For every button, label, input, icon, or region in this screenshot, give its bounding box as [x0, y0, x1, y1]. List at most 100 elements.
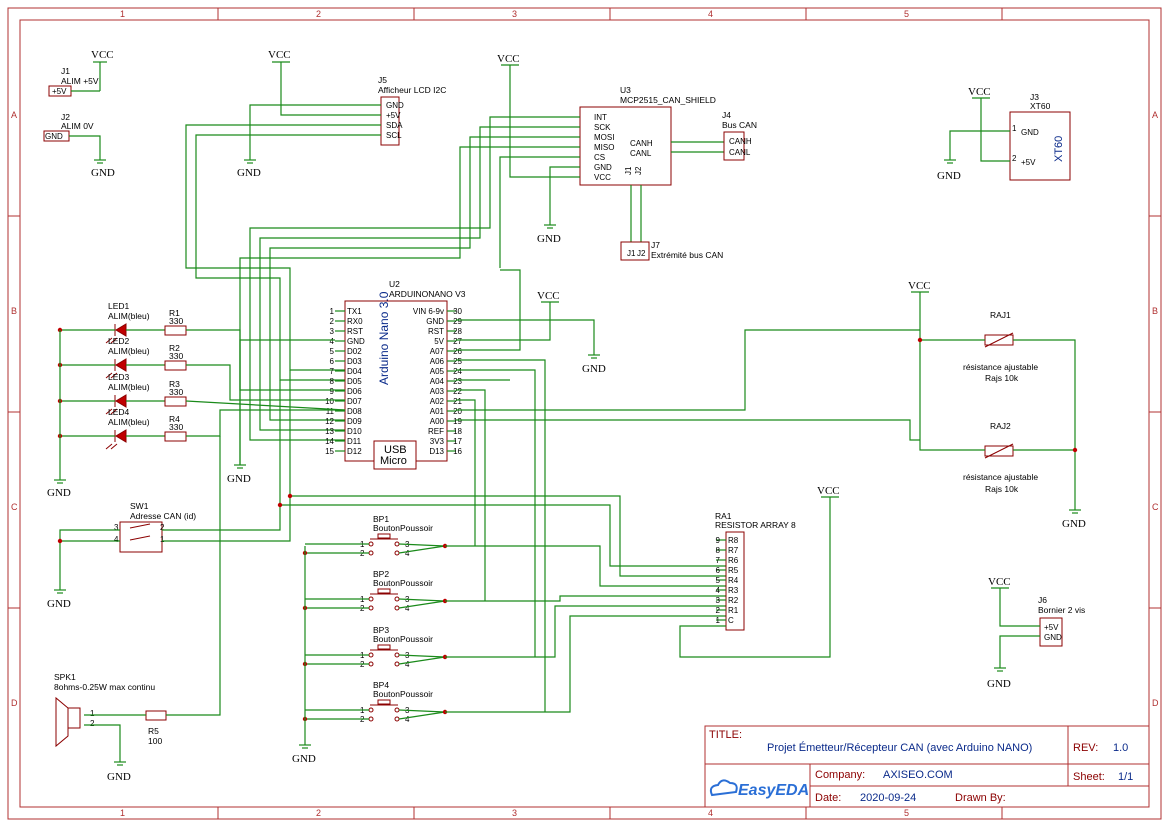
- u2-pin-name: REF: [428, 427, 444, 436]
- u2-pin-name: A03: [430, 387, 445, 396]
- u2-pin-number: 30: [453, 307, 462, 316]
- u2-pin-name: D13: [429, 447, 444, 456]
- gnd-label: GND: [237, 167, 261, 179]
- u2-pin-name: D05: [347, 377, 362, 386]
- u2-pin-name: A07: [430, 347, 445, 356]
- gnd-label: GND: [987, 678, 1011, 690]
- module-u3-mcp2515[interactable]: U3 MCP2515_CAN_SHIELD INT SCK MOSI MISO …: [579, 85, 716, 186]
- u3-pin: INT: [594, 113, 607, 122]
- resistor-value: 330: [169, 387, 183, 397]
- trimmer-raj2[interactable]: RAJ2 résistance ajustable Rajs 10k: [963, 421, 1038, 494]
- raj1-ref: RAJ1: [990, 310, 1011, 320]
- resistor-value: 330: [169, 316, 183, 326]
- j3-value: XT60: [1030, 101, 1051, 111]
- rev-label: REV:: [1073, 742, 1098, 754]
- u2-pin-name: A00: [430, 417, 445, 426]
- ra1-pin-number: 2: [716, 606, 721, 615]
- raj1-value: résistance ajustable: [963, 362, 1038, 372]
- ra1-pin-number: 3: [716, 596, 721, 605]
- j5-value: Afficheur LCD I2C: [378, 85, 446, 95]
- module-u2-arduino-nano[interactable]: U2 ARDUINONANO V3 USB Micro Arduino Nano…: [344, 279, 466, 470]
- j4-ref: J4: [722, 110, 731, 120]
- u3-pin: GND: [594, 163, 612, 172]
- u2-pin-number: 14: [325, 437, 334, 446]
- drawn-by-label: Drawn By:: [955, 792, 1006, 804]
- connector-j7-can-terminator[interactable]: J1 J2 J7 Extrémité bus CAN: [620, 240, 723, 261]
- u2-usb-label: Micro: [380, 455, 407, 467]
- u2-body-label: Arduino Nano 3.0: [377, 291, 391, 385]
- ra1-pin-number: 9: [716, 536, 721, 545]
- u2-pin-number: 27: [453, 337, 462, 346]
- sw1-pin: 2: [160, 523, 165, 532]
- connector-j1[interactable]: J1 ALIM +5V +5V VCC: [48, 49, 114, 97]
- col-label-top: 1: [120, 9, 125, 19]
- button-value: BoutonPoussoir: [373, 578, 433, 588]
- gnd-label: GND: [91, 167, 115, 179]
- connector-j2[interactable]: J2 ALIM 0V GND GND: [43, 112, 115, 179]
- title-label: TITLE:: [709, 729, 742, 741]
- u2-pin-number: 26: [453, 347, 462, 356]
- button-ref: BP4: [373, 680, 389, 690]
- u2-pin-name: A01: [430, 407, 445, 416]
- raj2-value: Rajs 10k: [985, 484, 1019, 494]
- u2-pin-name: RST: [428, 327, 444, 336]
- ra1-pin-name: R6: [728, 556, 739, 565]
- company-value: AXISEO.COM: [883, 769, 953, 781]
- connector-j5-lcd[interactable]: J5 Afficheur LCD I2C GND +5V SDA SCL: [378, 75, 446, 146]
- u2-pin-number: 5: [330, 347, 335, 356]
- dip-switch-sw1[interactable]: SW1 Adresse CAN (id) 3 4 2 1: [114, 501, 196, 553]
- drawing-title: Projet Émetteur/Récepteur CAN (avec Ardu…: [767, 741, 1032, 754]
- rev-value: 1.0: [1113, 742, 1128, 754]
- u2-pin-number: 15: [325, 447, 334, 456]
- u2-pin-name: D06: [347, 387, 362, 396]
- gnd-label: GND: [227, 473, 251, 485]
- pushbutton-group: BP1BoutonPoussoir1234BP2BoutonPoussoir12…: [302, 514, 448, 724]
- u2-pin-number: 11: [326, 407, 335, 416]
- j3-pin-number: 2: [1012, 154, 1017, 163]
- resistor-ref: R3: [169, 379, 180, 389]
- u2-pin-number: 8: [330, 377, 335, 386]
- ra1-pin-number: 5: [716, 576, 721, 585]
- vcc-label: VCC: [91, 49, 114, 61]
- j5-pin: +5V: [386, 111, 401, 120]
- u2-pin-number: 29: [453, 317, 462, 326]
- terminal-block-j6[interactable]: J6 Bornier 2 vis +5V GND: [1038, 595, 1085, 647]
- u3-ref: U3: [620, 85, 631, 95]
- speaker-spk1[interactable]: SPK1 8ohms-0.25W max continu 1 2: [54, 672, 155, 748]
- ra1-pin-number: 4: [716, 586, 721, 595]
- trimmer-raj1[interactable]: RAJ1 résistance ajustable Rajs 10k: [963, 310, 1038, 383]
- connector-j3-xt60[interactable]: J3 XT60 1 2 GND +5V XT60: [1009, 92, 1071, 181]
- j7-pin: J2: [637, 249, 646, 258]
- easyeda-logo-text: EasyEDA: [738, 782, 809, 799]
- row-label-right: A: [1152, 110, 1158, 120]
- company-label: Company:: [815, 769, 865, 781]
- resistor-array-ra1[interactable]: RA1 RESISTOR ARRAY 8: [715, 511, 796, 631]
- button-pin: 4: [405, 660, 410, 669]
- col-label-bottom: 4: [708, 808, 713, 818]
- j6-value: Bornier 2 vis: [1038, 605, 1085, 615]
- u2-pin-number: 2: [330, 317, 335, 326]
- resistor-value: 330: [169, 351, 183, 361]
- button-value: BoutonPoussoir: [373, 689, 433, 699]
- button-pin: 4: [405, 549, 410, 558]
- row-label-right: D: [1152, 698, 1159, 708]
- resistor-r5[interactable]: R5 100: [145, 710, 167, 746]
- j4-pin: CANH: [729, 137, 752, 146]
- u2-pin-number: 9: [330, 387, 335, 396]
- connector-j4-bus-can[interactable]: J4 Bus CAN CANH CANL: [722, 110, 757, 161]
- u2-pin-name: A05: [430, 367, 445, 376]
- u2-pin-number: 23: [453, 377, 462, 386]
- gnd-label: GND: [107, 771, 131, 783]
